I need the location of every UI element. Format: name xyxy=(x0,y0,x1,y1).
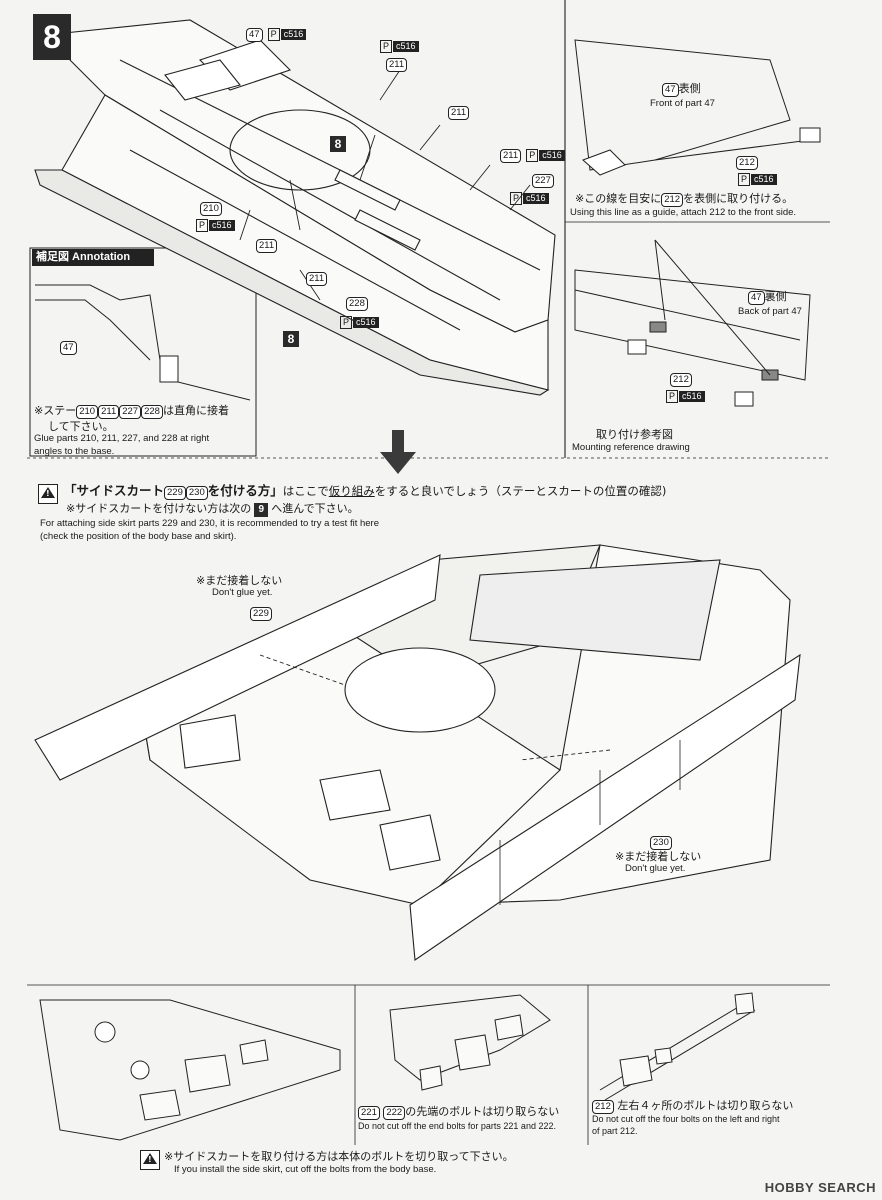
callout-211-e: 211 xyxy=(306,266,328,286)
annotation-en-2: angles to the base. xyxy=(34,446,115,457)
annotation-box xyxy=(29,247,257,457)
annotation-header: 補足図 Annotation xyxy=(32,249,154,266)
caution-icon: ! xyxy=(38,484,58,504)
callout-211-a: 211 xyxy=(386,52,408,72)
step8-hull-drawing xyxy=(34,19,556,396)
noglue-230-en: Don't glue yet. xyxy=(625,863,686,874)
bottom-en: If you install the side skirt, cut off t… xyxy=(174,1164,437,1175)
annotation-callout-47: 47 xyxy=(60,335,77,355)
bottom-detail-2 xyxy=(389,994,551,1091)
callout-211-b: 211 xyxy=(448,100,470,120)
step-ref-8-a: 8 xyxy=(330,136,346,152)
noglue-229-jp: ※まだ接着しない xyxy=(196,574,283,587)
back47-en: Back of part 47 xyxy=(738,306,802,317)
bottom-detail-3 xyxy=(599,992,756,1101)
callout-212-a: 212 xyxy=(736,150,758,170)
front47-en: Front of part 47 xyxy=(650,98,715,109)
down-arrow xyxy=(380,430,416,474)
step-number: 8 xyxy=(33,14,71,60)
annotation-jp-2: して下さい。 xyxy=(48,420,114,433)
step-ref-8-b: 8 xyxy=(283,331,299,347)
callout-230: 230 xyxy=(650,830,672,850)
callout-211-d: 211 xyxy=(256,233,278,253)
noglue-229-en: Don't glue yet. xyxy=(212,587,273,598)
callout-229: 229 xyxy=(250,601,272,621)
skirt-en-1: For attaching side skirt parts 229 and 2… xyxy=(40,518,379,529)
callout-228: 228 xyxy=(346,291,368,311)
mounting-en: Mounting reference drawing xyxy=(572,442,690,453)
watermark-logo: HOBBY SEARCH xyxy=(764,1180,876,1195)
annotation-en-1: Glue parts 210, 211, 227, and 228 at rig… xyxy=(34,433,210,444)
bottom-detail-1 xyxy=(39,999,341,1141)
skirt-assembly-drawing xyxy=(34,544,801,961)
annotation-drawing xyxy=(35,284,251,401)
callout-210: 210 xyxy=(200,196,222,216)
mounting-jp: 取り付け参考図 xyxy=(596,428,673,441)
bolts212-en-2: of part 212. xyxy=(592,1126,638,1136)
guide-en: Using this line as a guide, attach 212 t… xyxy=(570,207,797,218)
caution-icon-bottom: ! xyxy=(140,1150,160,1170)
bolts212-en-1: Do not cut off the four bolts on the lef… xyxy=(592,1114,780,1124)
skirt-en-2: (check the position of the body base and… xyxy=(40,531,237,542)
back47-drawing xyxy=(574,239,811,407)
bolts221-en: Do not cut off the end bolts for parts 2… xyxy=(358,1121,556,1131)
bolts212-jp: 212 左右４ヶ所のボルトは切り取らない xyxy=(592,1097,793,1114)
callout-212-b: 212 xyxy=(670,367,692,387)
noglue-230-jp: ※まだ接着しない xyxy=(615,850,702,863)
front47-drawing xyxy=(574,39,821,176)
bottom-jp: ※サイドスカートを取り付ける方は本体のボルトを切り取って下さい。 xyxy=(164,1150,514,1163)
callout-227: 227 xyxy=(532,168,554,188)
